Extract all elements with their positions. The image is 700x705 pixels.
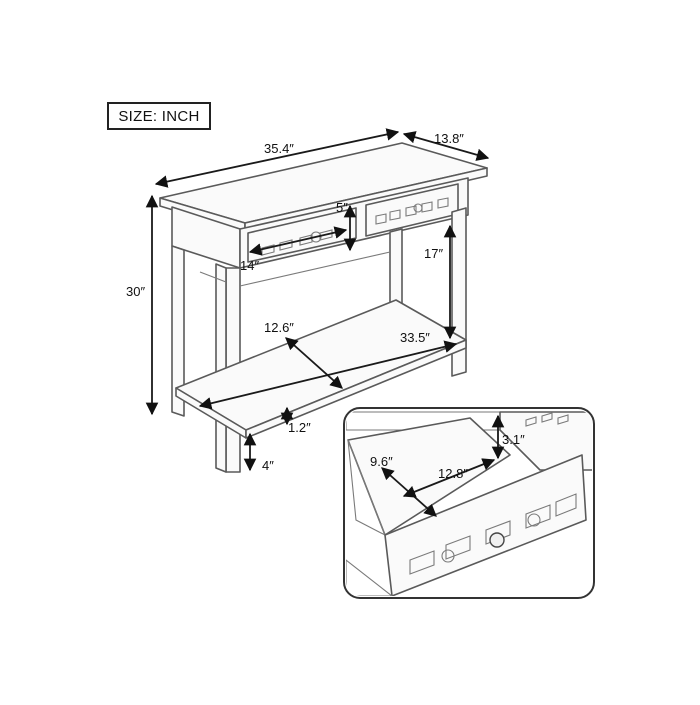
inset-height-label: 3.1″ <box>502 432 525 447</box>
shelf-clearance-label: 17″ <box>424 246 443 261</box>
drawer-width-dimension-line <box>248 226 348 256</box>
inset-width-dimension-line <box>402 458 496 498</box>
inset-drawer-front <box>384 454 587 596</box>
inset-width-label: 12.8″ <box>438 466 468 481</box>
dimension-labels: 35.4″ 13.8″ 30″ 5″ 14″ 17″ 12.6″ 33.5″ 1… <box>126 131 464 473</box>
height-label: 30″ <box>126 284 145 299</box>
leg-clearance-label: 4″ <box>262 458 274 473</box>
shelf-width-dimension-line <box>198 340 458 410</box>
inset-drawer-fretwork <box>409 493 577 575</box>
drawer-knob-icon <box>489 532 505 548</box>
drawer-right-fretwork <box>375 197 449 225</box>
size-unit-label: SIZE: INCH <box>107 102 211 130</box>
depth-label: 13.8″ <box>434 131 464 146</box>
shelf-depth-label: 12.6″ <box>264 320 294 335</box>
leg-back-left <box>171 245 185 417</box>
shelf-thickness-label: 1.2″ <box>288 420 311 435</box>
drawer-width-label: 14″ <box>240 258 259 273</box>
inset-depth-label: 9.6″ <box>370 454 393 469</box>
drawer-height-label: 5″ <box>336 200 348 215</box>
drawer-detail-inset: 3.1″ 9.6″ 12.8″ <box>343 407 595 599</box>
shelf-width-label: 33.5″ <box>400 330 430 345</box>
width-dimension-line <box>154 128 400 188</box>
dimension-lines <box>145 128 490 472</box>
depth-dimension-line <box>402 131 490 161</box>
width-label: 35.4″ <box>264 141 294 156</box>
